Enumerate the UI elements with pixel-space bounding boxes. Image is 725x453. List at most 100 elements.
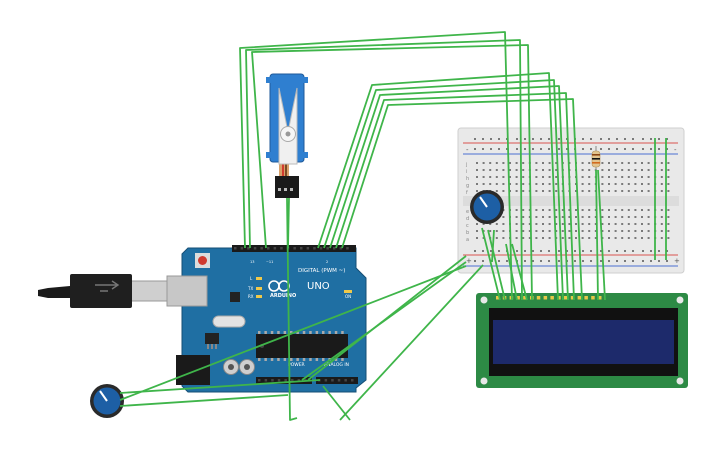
ic-leg [322,358,325,361]
rail-plus-label-bottom: + [466,257,472,265]
rail-hole [590,260,592,262]
strip-hole [614,223,617,225]
usb-port[interactable] [166,275,208,307]
strip-hole [489,223,492,225]
rail-minus-label-top: - [466,146,469,154]
header-hole [293,247,296,250]
header-hole [297,379,301,382]
rail-hole [582,260,584,262]
servo-icon[interactable] [266,73,308,198]
rail-hole [600,260,602,262]
strip-hole [621,230,624,232]
strip-hole [489,230,492,232]
strip-hole [601,176,604,178]
ic-leg [334,358,338,361]
strip-hole [614,230,617,232]
strip-hole [641,216,643,218]
lcd-pin [496,296,500,300]
strip-hole [647,237,650,239]
strip-hole [621,209,624,211]
strip-hole [581,216,584,218]
header-hole [339,247,343,250]
rail-hole [658,148,660,150]
digital-label: DIGITAL (PWM ~) [298,268,345,274]
wire [597,169,606,301]
arduino-uno[interactable]: DIGITAL (PWM ~) 13 ~11 2 L TX RX ARDUINO… [166,245,367,393]
rail-hole [650,138,652,140]
strip-hole [647,216,650,218]
strip-hole [621,176,624,178]
strip-hole [502,216,505,218]
strip-hole [608,183,610,185]
strip-hole [601,169,604,171]
header-hole [319,247,323,250]
lcd-display[interactable] [476,293,688,388]
header-hole [326,247,329,250]
strip-hole [608,237,610,239]
analog-header [316,377,358,384]
header-hole [247,247,250,250]
reset-button[interactable] [198,256,207,265]
wires [119,31,667,421]
row-letter: e [466,209,469,215]
strip-hole [561,230,564,232]
strip-hole [542,183,544,185]
rail-hole [632,260,634,262]
strip-hole [660,190,663,192]
ic-leg [290,331,293,334]
potentiometer-icon[interactable] [90,384,124,418]
on-label: ON [345,294,351,299]
strip-hole [601,209,604,211]
rail-hole [524,138,526,140]
potentiometer-icon[interactable] [470,190,504,224]
strip-hole [561,209,564,211]
lcd-pin [591,296,595,300]
rail-hole [658,260,660,262]
rail-hole [658,138,660,140]
header-hole [324,379,328,382]
strip-hole [627,176,630,178]
strip-hole [476,162,478,164]
led-l-label: L [250,276,253,281]
strip-hole [555,162,558,164]
lcd-screen [493,320,674,364]
rail-hole [490,148,492,150]
strip-hole [608,209,610,211]
strip-hole [641,169,643,171]
strip-hole [667,223,670,225]
strip-hole [548,223,551,225]
strip-hole [528,237,531,239]
strip-hole [568,223,571,225]
strip-hole [482,183,485,185]
rail-hole [608,250,610,252]
strip-hole [647,162,650,164]
analog-label: ANALOG IN [324,362,349,368]
strip-hole [647,176,650,178]
rail-hole [540,138,542,140]
strip-hole [522,176,525,178]
strip-hole [588,169,591,171]
rail-hole [490,250,492,252]
strip-hole [548,162,551,164]
strip-hole [542,237,544,239]
rail-hole [616,148,618,150]
strip-hole [548,190,551,192]
strip-hole [528,223,531,225]
wire [487,229,506,301]
strip-hole [641,237,643,239]
strip-hole [594,223,597,225]
strip-hole [515,169,518,171]
ic-leg [309,358,312,361]
strip-hole [476,169,478,171]
rail-hole [482,250,484,252]
header-hole [291,379,294,382]
ic-leg [341,358,344,361]
power-jack[interactable] [176,355,210,385]
resistor-icon[interactable] [591,146,601,172]
strip-hole [634,223,637,225]
usb-cable-icon[interactable] [38,274,168,308]
power-header [256,377,312,384]
strip-hole [581,223,584,225]
strip-hole [608,162,610,164]
